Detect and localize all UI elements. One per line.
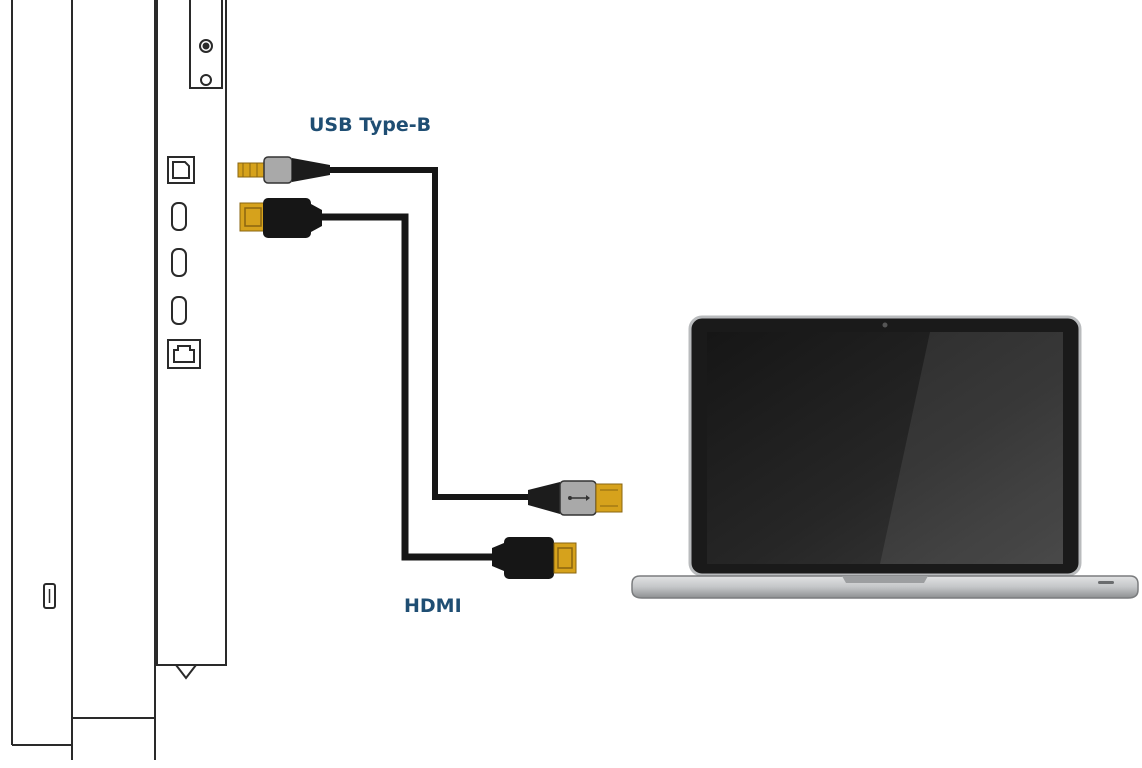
bracket (189, 0, 223, 89)
webcam-icon (882, 322, 888, 328)
usb-b-connector-icon (237, 156, 330, 184)
usb-b-port-icon (167, 156, 195, 184)
panel-foot (175, 664, 197, 680)
hdmi-cable (322, 213, 492, 561)
usb-a-connector-icon (528, 480, 623, 516)
port-panel (156, 0, 227, 666)
hdmi-label: HDMI (404, 595, 462, 617)
hdmi-port-icon (171, 202, 187, 231)
display-ports (167, 156, 201, 369)
hdmi-connector-icon (239, 198, 322, 238)
laptop-notch (842, 576, 928, 583)
laptop-icon (631, 315, 1139, 599)
laptop-indicator-icon (1098, 581, 1114, 584)
usb-cable (330, 167, 528, 500)
display-side-profile (11, 0, 227, 760)
side-button-icon (43, 583, 56, 609)
hdmi-port-icon (171, 296, 187, 325)
bracket-screw-icon (199, 39, 213, 53)
ethernet-port-icon (167, 339, 201, 369)
screen-glare (880, 332, 1063, 564)
usb-type-b-label: USB Type-B (309, 114, 431, 136)
hdmi-port-icon (171, 248, 187, 277)
laptop-screen (707, 332, 1063, 564)
bracket-hole-icon (200, 74, 212, 86)
laptop-base (631, 575, 1139, 599)
hdmi-laptop-connector-icon (492, 537, 577, 579)
